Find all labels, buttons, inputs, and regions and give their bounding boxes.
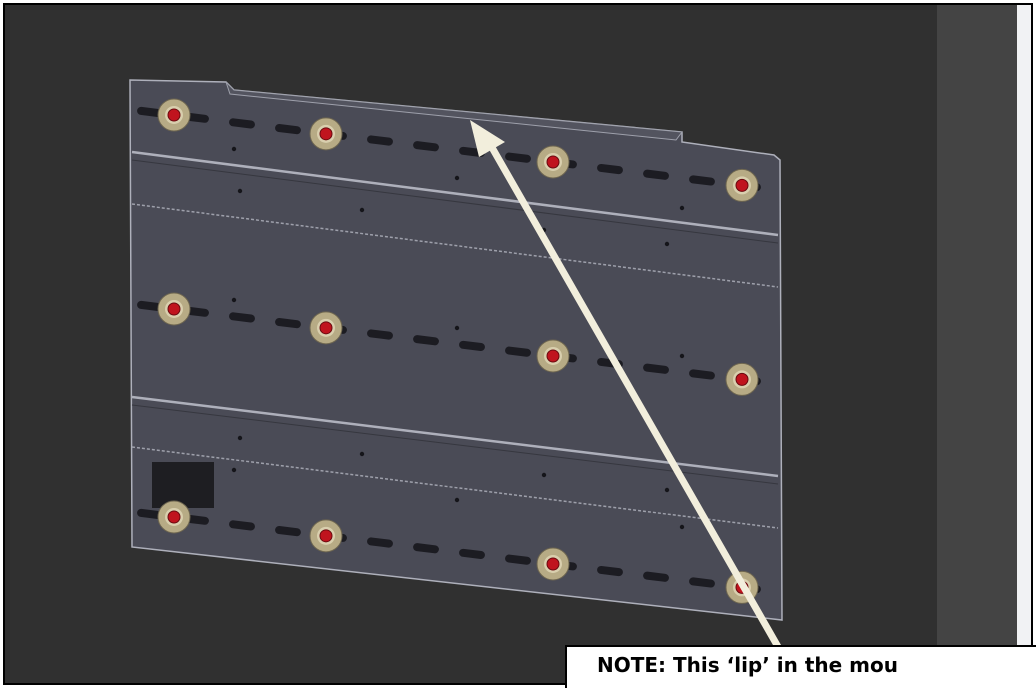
bolt-icon — [157, 500, 191, 534]
bolt-head — [319, 321, 333, 335]
mounting-hole — [454, 325, 460, 331]
bolt-head — [319, 529, 333, 543]
slot — [505, 346, 531, 357]
slot — [229, 118, 255, 129]
channel-shadow-1 — [131, 159, 779, 244]
cutout-window — [152, 462, 214, 508]
slot — [597, 163, 623, 175]
mounting-hole — [237, 188, 243, 194]
slot — [689, 175, 715, 186]
wall-edge-strip — [937, 5, 1017, 683]
slot — [459, 340, 485, 352]
bolt-head — [167, 510, 181, 524]
slot — [137, 508, 163, 520]
channel-edge-4 — [131, 446, 779, 529]
slot — [643, 571, 669, 582]
mounting-hole — [541, 472, 547, 478]
bolt-icon — [157, 292, 191, 326]
bolt-icon — [536, 547, 570, 581]
slot — [459, 548, 485, 560]
slot — [689, 369, 715, 380]
mounting-hole — [237, 435, 243, 441]
slot — [275, 124, 301, 135]
diagram-frame — [3, 3, 1033, 685]
bolt-head — [167, 108, 181, 122]
mounting-hole — [231, 467, 237, 473]
bolt-head — [546, 557, 560, 571]
slot — [643, 169, 669, 180]
slot — [367, 329, 393, 340]
small-holes — [231, 146, 685, 530]
bolt-head — [167, 302, 181, 316]
bolt-head — [319, 127, 333, 141]
slot — [367, 537, 393, 548]
slot — [137, 300, 163, 312]
mounting-hole — [231, 146, 237, 152]
mounting-hole — [454, 175, 460, 181]
bolt-icon — [536, 145, 570, 179]
bolt-head — [546, 349, 560, 363]
plate-outline — [129, 79, 783, 621]
mounting-hole — [664, 487, 670, 493]
slot — [689, 577, 715, 588]
bolt-icon — [309, 117, 343, 151]
callout-arrow-icon — [470, 120, 785, 656]
bolt-icon — [309, 311, 343, 345]
slot — [367, 135, 393, 146]
slot — [597, 565, 623, 577]
slot — [505, 152, 531, 163]
mounting-hole — [359, 207, 365, 213]
slot — [413, 543, 439, 554]
mounting-plate — [129, 79, 783, 621]
channel-edge-1 — [131, 150, 779, 237]
bolt-icon — [725, 168, 759, 202]
mounting-hole — [454, 497, 460, 503]
slot — [413, 141, 439, 152]
screen-edge — [1017, 5, 1031, 683]
slot — [229, 520, 255, 531]
mounting-hole — [664, 241, 670, 247]
bolt-icon — [725, 362, 759, 396]
mounting-hole — [359, 451, 365, 457]
bolt-icon — [536, 339, 570, 373]
slot — [413, 335, 439, 346]
note-callout: NOTE: This ‘lip’ in the mou — [565, 645, 1036, 688]
mounting-hole — [231, 297, 237, 303]
mounting-hole — [679, 524, 685, 530]
bolt-head — [735, 178, 749, 192]
slot — [137, 106, 163, 118]
slot — [643, 363, 669, 374]
mounting-plate-render — [5, 5, 1031, 683]
top-lip — [225, 81, 683, 141]
slot — [229, 312, 255, 323]
slot — [275, 526, 301, 537]
bolt-head — [546, 155, 560, 169]
channel-edge-2 — [131, 203, 779, 288]
note-text: NOTE: This ‘lip’ in the mou — [597, 653, 898, 677]
slot — [505, 554, 531, 565]
bolt-icon — [157, 98, 191, 132]
mounting-hole — [679, 205, 685, 211]
bolt-head — [735, 372, 749, 386]
slot — [275, 318, 301, 329]
mounting-hole — [679, 353, 685, 359]
channel-shadow-3 — [131, 404, 779, 485]
bolt-points — [157, 98, 759, 604]
bolt-icon — [309, 519, 343, 553]
